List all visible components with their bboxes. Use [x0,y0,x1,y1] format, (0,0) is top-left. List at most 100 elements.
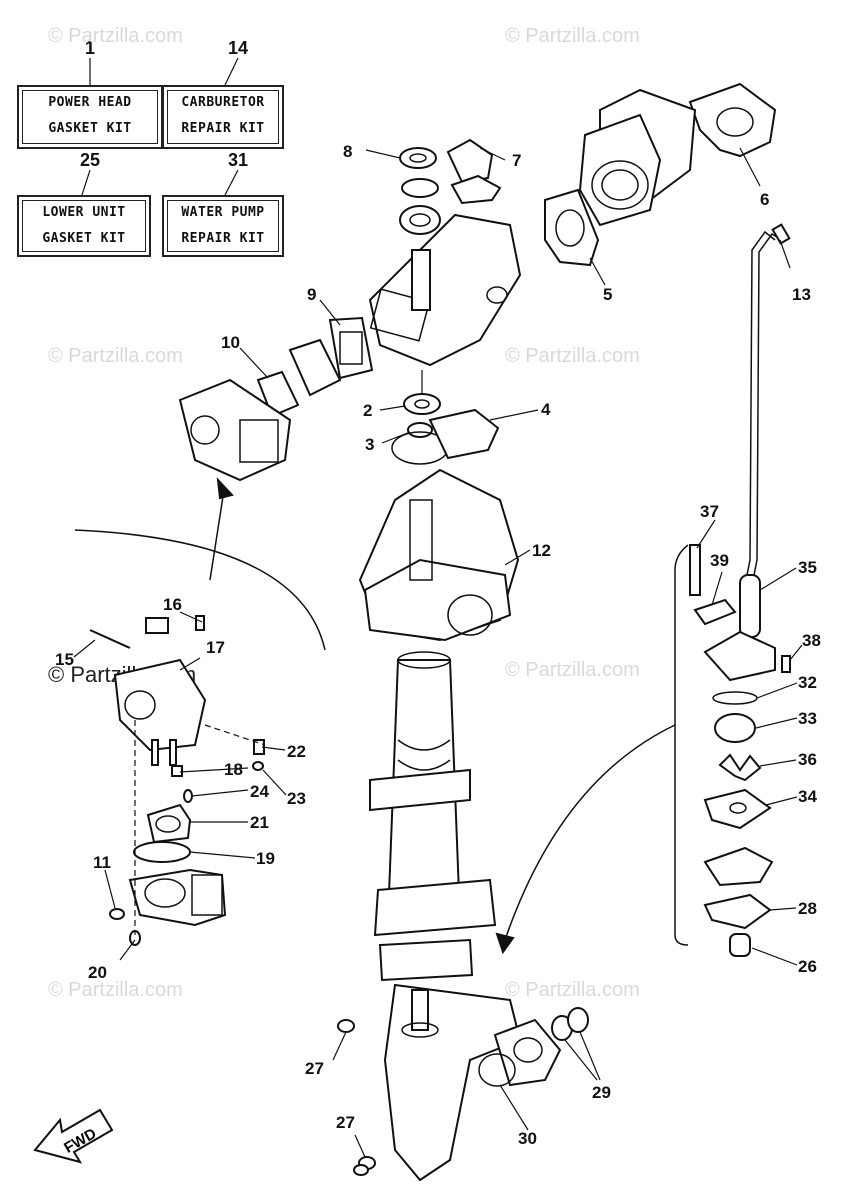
pin [781,655,791,673]
o-ring-large [478,1053,516,1087]
leader-line [179,611,203,623]
callout-11: 11 [93,853,111,872]
callout-23: 23 [287,789,306,808]
leader-line [779,239,791,269]
impeller [718,753,762,782]
watermark: © Partzilla.com [48,25,183,47]
crankshaft [411,249,431,311]
leader-line [262,769,287,796]
leader-line [711,571,723,606]
reed-plate [369,288,431,342]
base-gasket [428,408,500,460]
callout-7: 7 [512,151,521,170]
callout-39: 39 [710,551,729,570]
head-gasket [544,188,600,267]
pump-arrow-line [504,724,676,941]
plate-hole [729,802,747,814]
watermark: © Partzilla.com [505,345,640,367]
washer-small [252,761,264,771]
bolt [689,544,701,596]
carb-throat [190,415,220,445]
float-chamber-cap [145,617,169,634]
leader-line [354,1134,366,1158]
propeller-housing [493,1018,562,1087]
plug [171,765,183,777]
leader-line [769,907,797,911]
drain-screw [337,1019,355,1033]
housing-band [397,739,451,751]
leader-line [765,796,798,806]
pump-gasket [703,893,772,930]
leader-line [579,1031,601,1081]
callout-5: 5 [603,285,612,304]
watermark: © Partzilla.com [505,659,640,681]
bearing [399,205,441,235]
kit-line: CARBURETOR [181,95,265,110]
pump-bracket [674,544,689,946]
kit-number-lower-unit: 25 [79,150,101,170]
anti-cavitation-plate [373,878,497,937]
mount-plate [378,938,474,982]
float-bowl-side [191,874,223,916]
callout-36: 36 [798,750,817,769]
drain-screw-gasket [353,1164,369,1176]
leader-line [755,717,798,729]
leader-line [789,644,803,661]
reed-gasket [328,316,374,380]
water-tube [745,230,776,581]
shaft-seal [401,1022,439,1038]
kit-number-power-head: 1 [84,38,95,58]
leader-line [332,1031,347,1061]
leader-line [739,147,761,187]
o-ring-pump [712,691,758,705]
detail-arrow-line [209,489,225,581]
callout-8: 8 [343,142,352,161]
leader-line [189,851,256,859]
leader-line [696,519,716,549]
callout-27: 27 [336,1113,355,1132]
leader-line [379,405,406,411]
leader-line [499,1084,529,1131]
casing-port [447,594,493,636]
callout-35: 35 [798,558,817,577]
callout-37: 37 [700,502,719,521]
callout-28: 28 [798,899,817,918]
callout-19: 19 [256,849,275,868]
grommet [739,574,761,638]
float-bowl-cavity [144,878,186,908]
callout-13: 13 [792,285,811,304]
leader-line [589,257,606,286]
pump-housing [703,630,776,682]
water-tube-edge [752,233,783,581]
callout-21: 21 [250,813,269,832]
watermark: © Partzilla.com [48,979,183,1001]
leader-line [224,57,239,86]
leader-line [179,767,249,773]
kit-line: REPAIR KIT [181,121,265,136]
kit-line: GASKET KIT [48,121,132,136]
housing-band [397,759,451,771]
bolt-boss [486,286,508,304]
oil-seal [399,147,437,169]
callout-18: 18 [224,760,243,779]
callout-38: 38 [802,631,821,650]
drive-shaft-housing [409,499,433,581]
bearing-ring [401,178,439,198]
carb-throat-detail [124,690,156,720]
callout-6: 6 [760,190,769,209]
jet [195,615,205,631]
kit-number-carburetor: 14 [227,38,249,58]
carburetor [178,378,292,482]
bearing-cover [446,138,494,184]
needle [151,739,159,766]
insert-cartridge [714,713,756,743]
leader-line [564,1039,598,1081]
callout-12: 12 [532,541,551,560]
watermark: © Partzilla.com [505,979,640,1001]
kit-line: GASKET KIT [42,231,126,246]
arrow-head [216,477,234,500]
needle [169,739,177,766]
plate [693,598,737,626]
reed-gasket-opening [339,331,363,365]
